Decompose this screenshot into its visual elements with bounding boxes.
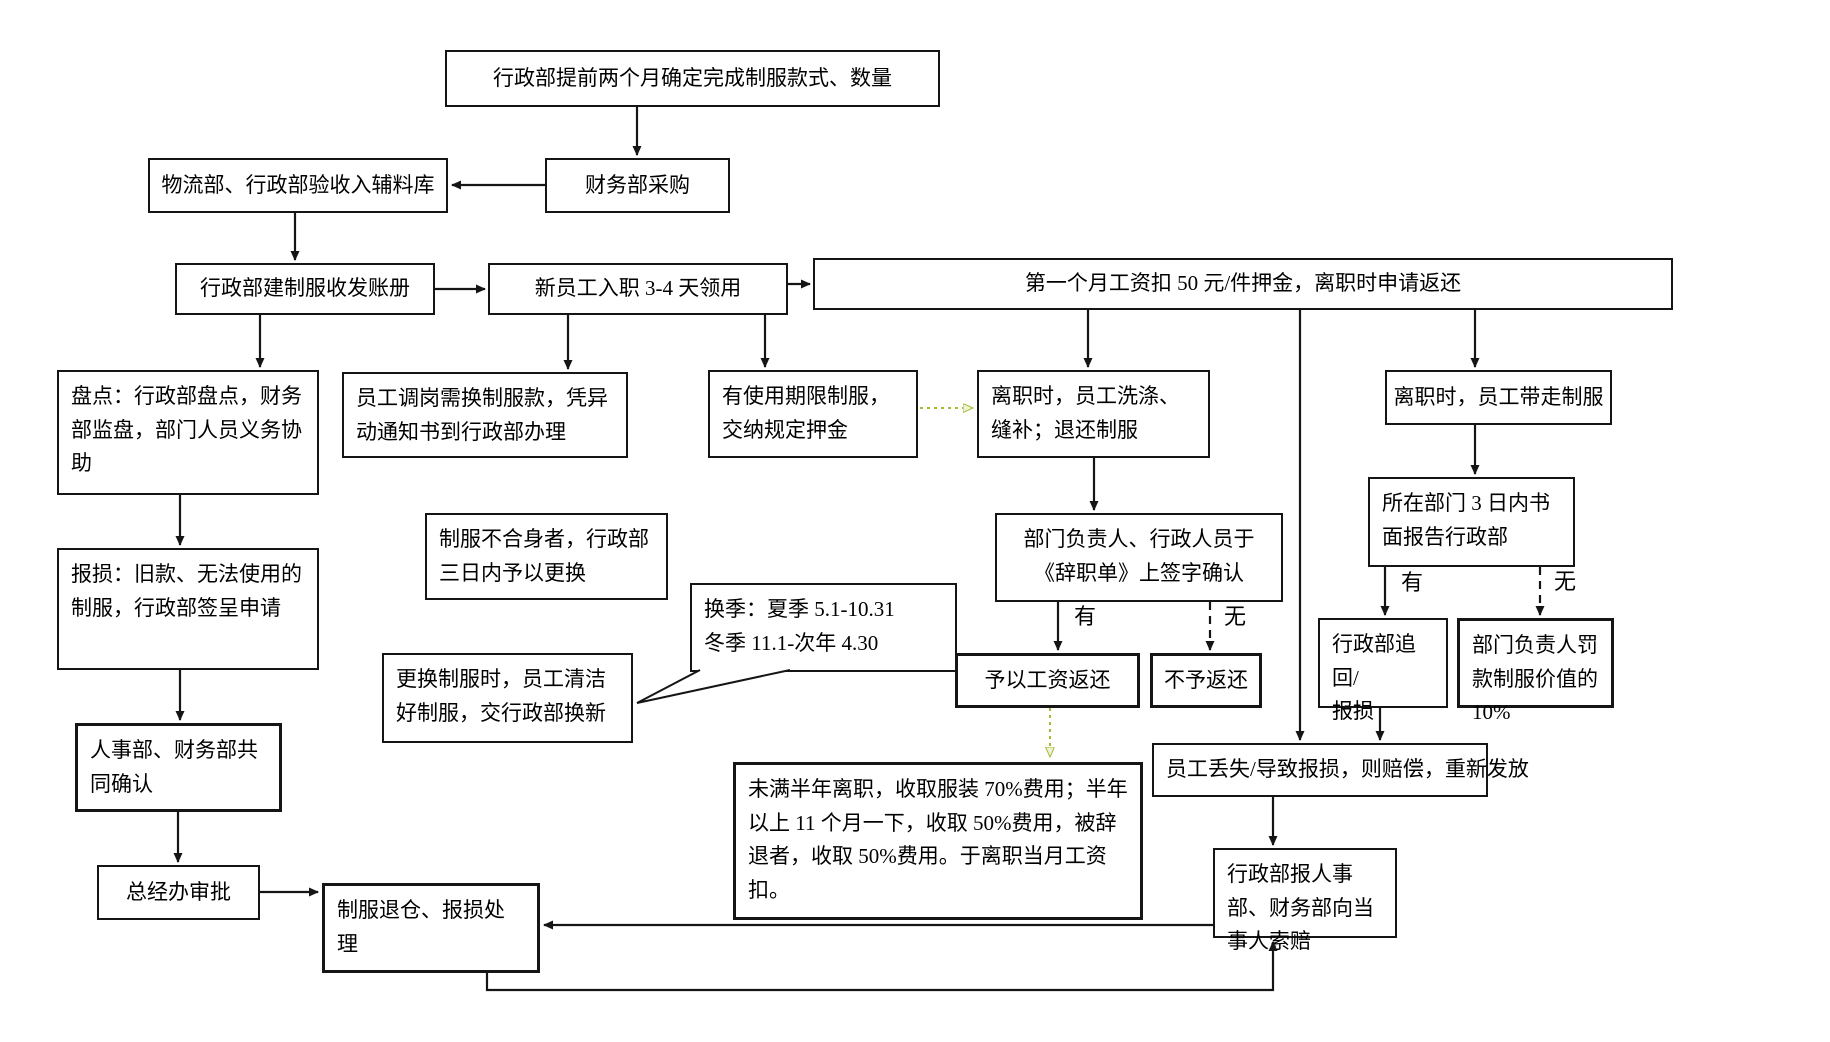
edge-return-to-claim-bottom xyxy=(485,941,1278,992)
label-resign-yes: 有 xyxy=(1072,604,1099,629)
flow-node-ill-fitting: 制服不合身者，行政部三日内予以更换 xyxy=(425,513,668,600)
flow-node-employee-lost: 员工丢失/导致报损，则赔偿，重新发放 xyxy=(1152,743,1529,797)
label-report-no: 无 xyxy=(1552,569,1579,594)
callout-tail xyxy=(636,669,791,704)
flow-node-season-callout: 换季：夏季 5.1-10.31 冬季 11.1-次年 4.30 xyxy=(690,583,957,672)
flow-node-half-year-fee: 未满半年离职，收取服装 70%费用；半年以上 11 个月一下，收取 50%费用，… xyxy=(733,762,1143,920)
flow-node-salary-refund: 予以工资返还 xyxy=(955,653,1140,708)
flow-node-deposit: 第一个月工资扣 50 元/件押金，离职时申请返还 xyxy=(813,258,1673,310)
flow-node-uniform-return: 制服退仓、报损处理 xyxy=(322,883,540,973)
flow-node-new-employee: 新员工入职 3-4 天领用 xyxy=(488,263,788,315)
flow-node-transfer: 员工调岗需换制服款，凭异动通知书到行政部办理 xyxy=(342,372,628,458)
flow-node-replace-clean: 更换制服时，员工清洁好制服，交行政部换新 xyxy=(382,653,633,743)
label-resign-no: 无 xyxy=(1222,604,1249,629)
flow-node-determine-style: 行政部提前两个月确定完成制服款式、数量 xyxy=(445,50,940,107)
flow-node-inventory: 盘点：行政部盘点，财务部监盘，部门人员义务协助 xyxy=(57,370,319,495)
flow-node-ledger: 行政部建制服收发账册 xyxy=(175,263,435,315)
flow-node-wash-return: 离职时，员工洗涤、缝补；退还制服 xyxy=(977,370,1210,458)
flow-node-warehouse-accept: 物流部、行政部验收入辅料库 xyxy=(148,158,448,213)
flow-node-report-loss: 报损：旧款、无法使用的制服，行政部签呈申请 xyxy=(57,548,319,670)
label-report-yes: 有 xyxy=(1399,570,1426,595)
flow-node-finance-purchase: 财务部采购 xyxy=(545,158,730,213)
flow-node-dept-report: 所在部门 3 日内书面报告行政部 xyxy=(1368,477,1575,567)
flow-node-admin-recover: 行政部追回/ 报损 xyxy=(1318,618,1448,723)
flow-node-claim: 行政部报人事部、财务部向当事人索赔 xyxy=(1213,848,1397,953)
flow-node-term-limit: 有使用期限制服，交纳规定押金 xyxy=(708,370,918,458)
flow-node-resign-sign: 部门负责人、行政人员于《辞职单》上签字确认 xyxy=(995,513,1283,602)
flow-node-no-refund: 不予返还 xyxy=(1150,653,1262,708)
flow-node-gm-approve: 总经办审批 xyxy=(97,865,260,920)
flow-node-manager-fine: 部门负责人罚款制服价值的 10% xyxy=(1457,618,1614,724)
flow-node-hr-finance-confirm: 人事部、财务部共同确认 xyxy=(75,723,282,812)
flow-node-take-away: 离职时，员工带走制服 xyxy=(1385,370,1612,425)
